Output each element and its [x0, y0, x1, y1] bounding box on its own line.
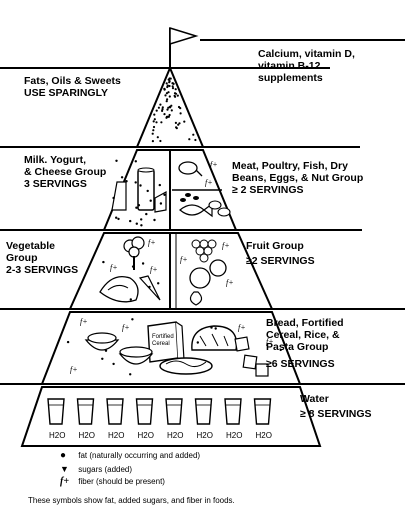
bread-dots [66, 318, 282, 376]
tier-water: H2O H2O H2O H2O H2O H2O H2O H2O [20, 386, 322, 447]
broccoli-icon [123, 236, 145, 270]
cereal-bowl-icon [118, 346, 154, 365]
fiber-mark: f+ [80, 317, 88, 326]
milk-glass-icon [137, 167, 155, 211]
meat-label: Meat, Poultry, Fish, Dry Beans, Eggs, & … [232, 160, 364, 196]
water-glass-icon: H2O [194, 398, 213, 440]
fiber-mark: f+ [150, 265, 158, 274]
milk-label: Milk. Yogurt, & Cheese Group 3 SERVINGS [24, 154, 107, 190]
legend-item-fiber: f+ fiber (should be present) [60, 476, 165, 487]
beans-icon [180, 193, 199, 202]
fiber-mark: f+ [70, 365, 78, 374]
tier-fats [135, 65, 205, 148]
pasta-plate-icon [159, 357, 213, 375]
milk-carton-icon [111, 181, 127, 211]
glass-label: H2O [226, 431, 242, 440]
vegetable-label: Vegetable Group 2-3 SERVINGS [6, 240, 79, 276]
fiber-mark: f+ [266, 337, 274, 346]
fiber-mark: f+ [222, 241, 230, 250]
water-glass-icon: H2O [253, 398, 272, 440]
fiber-mark: f+ [110, 263, 118, 272]
water-glass-icon: H2O [47, 398, 65, 440]
tier-milk-meat: f+ f+ [102, 149, 238, 231]
fiber-mark: f+ [180, 255, 188, 264]
grapes-icon [191, 239, 217, 263]
water-label: Water ≥ 8 SERVINGS [300, 393, 372, 420]
cheese-icon [154, 190, 167, 213]
fiber-mark: f+ [238, 323, 246, 332]
legend-item-fat: ● fat (naturally occurring and added) [60, 450, 201, 461]
bread-label: Bread, Fortified Cereal, Rice, & Pasta G… [266, 317, 344, 370]
water-glass-icon: H2O [106, 398, 124, 440]
glass-label: H2O [108, 431, 124, 440]
eggs-icon [208, 200, 231, 217]
fats-label: Fats, Oils & Sweets USE SPARINGLY [24, 75, 121, 99]
water-glass-icon: H2O [135, 398, 154, 440]
water-glass-icon: H2O [76, 398, 95, 440]
flag-icon [169, 26, 199, 68]
fiber-mark: f+ [205, 178, 213, 187]
fats-dots [151, 77, 197, 143]
drumstick-icon [178, 161, 203, 177]
lettuce-icon [99, 275, 139, 303]
rice-bowl-icon [84, 332, 120, 351]
fiber-mark: f+ [122, 323, 130, 332]
crackers-icon [234, 336, 269, 377]
glass-label: H2O [138, 431, 154, 440]
fruit-label: Fruit Group ≥2 SERVINGS [246, 240, 315, 267]
footnote: These symbols show fat, added sugars, an… [28, 496, 235, 505]
supplements-label: Calcium, vitamin D, vitamin B-12 supplem… [258, 48, 355, 84]
fiber-mark: f+ [210, 160, 218, 169]
pear-icon [189, 291, 203, 306]
glass-label: H2O [49, 431, 65, 440]
carrot-icon [138, 275, 161, 301]
water-glasses: H2O H2O H2O H2O H2O H2O H2O H2O [47, 398, 272, 440]
fish-icon [179, 202, 213, 218]
legend-item-sugars: ▼ sugars (added) [60, 464, 133, 474]
fiber-icon: f+ [60, 476, 70, 487]
water-glass-icon: H2O [224, 398, 242, 440]
orange-icon [209, 259, 227, 277]
glass-label: H2O [256, 431, 272, 440]
apple-icon [189, 267, 211, 289]
vegetable-dots [102, 260, 160, 301]
water-glass-icon: H2O [165, 398, 183, 440]
milk-dots [112, 159, 166, 227]
fiber-mark: f+ [226, 278, 234, 287]
fat-dot-icon: ● [60, 450, 67, 461]
glass-label: H2O [79, 431, 95, 440]
tier-vegetable-fruit: f+ f+ f+ f+ f+ f+ [68, 232, 274, 310]
glass-label: H2O [167, 431, 183, 440]
glass-label: H2O [197, 431, 213, 440]
fiber-mark: f+ [148, 238, 156, 247]
sugar-triangle-icon: ▼ [60, 464, 69, 474]
